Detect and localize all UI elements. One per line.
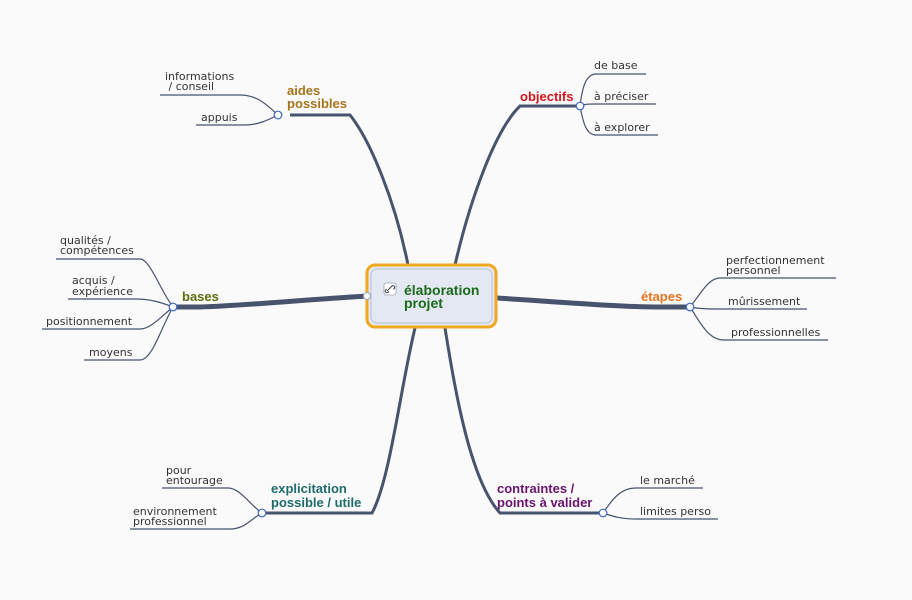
branch-label-etapes: étapes xyxy=(641,289,682,304)
branch-label-aides-line2: possibles xyxy=(287,96,347,111)
connector-etapes xyxy=(496,295,690,310)
leaf-environnement-line1[interactable]: environnement xyxy=(133,505,217,518)
leaf-qualites-line2[interactable]: compétences xyxy=(60,244,134,257)
toggle-contraintes-icon[interactable] xyxy=(598,508,608,518)
leaf-acquis-line2[interactable]: expérience xyxy=(72,285,133,298)
leaf-perfectionnement-line1[interactable]: perfectionnement xyxy=(726,254,825,267)
leaf-a-preciser[interactable]: à préciser xyxy=(594,90,649,103)
toggle-aides-icon[interactable] xyxy=(273,110,283,120)
connector-explicitation xyxy=(262,327,417,515)
branch-bases[interactable]: bases xyxy=(182,289,219,304)
leaf-acquis-line1[interactable]: acquis / xyxy=(72,274,115,287)
leaf-line-moyens xyxy=(84,306,174,361)
branch-label-contraintes-line1: contraintes / xyxy=(497,481,575,496)
connector-aides xyxy=(290,113,410,266)
leaf-qualites-line1[interactable]: qualités / xyxy=(60,234,111,247)
leaf-line-perfectionnement xyxy=(689,277,836,308)
branch-explicitation[interactable]: explicitation possible / utile xyxy=(271,481,361,510)
branch-label-explicitation-line2: possible / utile xyxy=(271,495,361,510)
branch-etapes[interactable]: étapes xyxy=(641,289,682,304)
leaf-professionnelles[interactable]: professionnelles xyxy=(731,326,820,339)
branch-contraintes[interactable]: contraintes / points à valider xyxy=(497,481,592,510)
branch-objectifs[interactable]: objectifs xyxy=(520,89,573,104)
leaf-le-marche[interactable]: le marché xyxy=(640,474,695,487)
leaf-murissement[interactable]: mûrissement xyxy=(728,295,801,308)
link-icon[interactable] xyxy=(383,282,397,296)
leaf-line-de-base xyxy=(579,73,646,107)
leaves-etapes: perfectionnement personnel mûrissement p… xyxy=(726,254,825,339)
toggle-explicitation-icon[interactable] xyxy=(257,508,267,518)
center-node[interactable]: élaboration projet xyxy=(363,263,498,329)
branch-label-contraintes-line2: points à valider xyxy=(497,495,592,510)
leaf-perfectionnement-line2[interactable]: personnel xyxy=(726,264,781,277)
branch-aides[interactable]: aides possibles xyxy=(287,83,347,111)
center-title-line2: projet xyxy=(404,295,443,311)
leaf-line-positionnement xyxy=(42,306,174,330)
leaf-positionnement[interactable]: positionnement xyxy=(46,315,133,328)
leaves-contraintes: le marché limites perso xyxy=(640,474,711,518)
toggle-etapes-icon[interactable] xyxy=(685,302,695,312)
leaf-line-a-explorer xyxy=(579,105,658,136)
leaf-connectors xyxy=(42,73,836,530)
leaf-limites-perso[interactable]: limites perso xyxy=(640,505,711,518)
leaves-aides: informations / conseil appuis xyxy=(165,70,238,124)
leaf-a-explorer[interactable]: à explorer xyxy=(594,121,650,134)
leaf-line-professionnelles xyxy=(689,306,828,341)
leaf-environnement-line2[interactable]: professionnel xyxy=(133,515,207,528)
connector-bases xyxy=(173,293,368,310)
connector-contraintes xyxy=(443,327,603,515)
leaf-line-pour-entourage xyxy=(162,487,263,514)
branch-label-explicitation-line1: explicitation xyxy=(271,481,347,496)
leaf-informations-line1[interactable]: informations xyxy=(165,70,234,83)
connector-objectifs xyxy=(453,104,578,266)
leaves-bases: qualités / compétences acquis / expérien… xyxy=(46,234,134,359)
leaves-explicitation: pour entourage environnement professionn… xyxy=(133,464,223,528)
center-title-line1: élaboration xyxy=(404,282,479,298)
leaf-pour-entourage-line2[interactable]: entourage xyxy=(166,474,223,487)
toggle-objectifs-icon[interactable] xyxy=(575,101,585,111)
leaf-informations-line2[interactable]: / conseil xyxy=(165,80,214,93)
toggle-bases-icon[interactable] xyxy=(168,302,178,312)
leaf-appuis[interactable]: appuis xyxy=(201,111,238,124)
main-connectors xyxy=(173,104,690,515)
center-handle[interactable] xyxy=(363,292,371,300)
branch-toggles xyxy=(168,101,695,518)
leaf-moyens[interactable]: moyens xyxy=(89,346,133,359)
leaves-objectifs: de base à préciser à explorer xyxy=(594,59,650,134)
leaf-de-base[interactable]: de base xyxy=(594,59,638,72)
branch-label-objectifs: objectifs xyxy=(520,89,573,104)
leaf-line-acquis xyxy=(68,298,174,308)
branch-label-aides-line1: aides xyxy=(287,83,320,98)
branch-label-bases: bases xyxy=(182,289,219,304)
leaf-line-le-marche xyxy=(602,487,703,514)
leaf-line-a-preciser xyxy=(579,103,656,107)
leaf-line-qualites xyxy=(56,258,174,308)
leaf-pour-entourage-line1[interactable]: pour xyxy=(166,464,192,477)
